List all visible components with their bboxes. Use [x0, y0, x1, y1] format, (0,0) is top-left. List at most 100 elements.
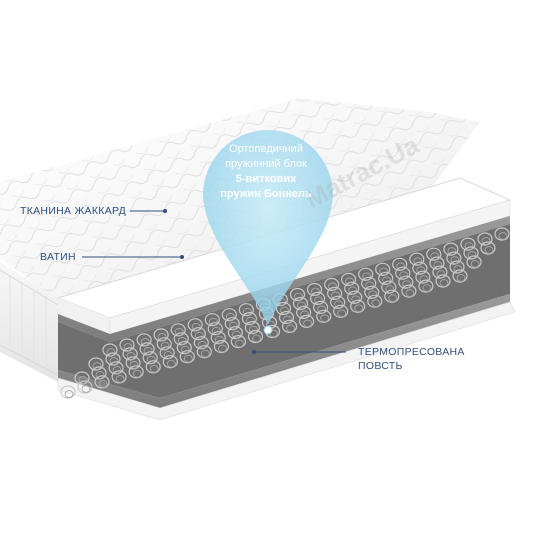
spring-coil-inner: [334, 300, 344, 309]
spring-coil: [418, 279, 434, 293]
spring-coil-inner: [413, 257, 423, 266]
spring-coil-inner: [286, 324, 296, 333]
spring-coil: [398, 275, 414, 289]
spring-coil: [176, 341, 192, 355]
spring-coil: [341, 272, 357, 286]
spring-coil-inner: [234, 339, 244, 348]
spring-coil-inner: [109, 357, 119, 365]
spring-coil-inner: [388, 294, 398, 303]
spring-coil-inner: [481, 237, 491, 245]
spring-coil-inner: [300, 310, 310, 319]
spring-coil: [429, 256, 445, 270]
spring-coil-inner: [348, 286, 358, 295]
spring-coil-inner: [464, 242, 474, 250]
spring-coil: [244, 321, 260, 335]
spring-coil-inner: [194, 331, 204, 340]
spring-coil: [221, 308, 237, 322]
spring-coil: [313, 300, 329, 314]
spring-coil-inner: [351, 295, 361, 304]
spring-coil-inner: [98, 380, 108, 388]
leader-dot-batting: [180, 255, 184, 259]
spring-coil: [367, 294, 383, 308]
spring-coil-inner: [191, 322, 201, 331]
spring-coil: [204, 313, 220, 327]
spring-coil-inner: [439, 279, 449, 287]
spring-coil: [187, 318, 203, 332]
spring-coil-inner: [248, 325, 258, 334]
spring-coil-inner: [303, 319, 313, 328]
spring-coil-inner: [217, 344, 227, 353]
spring-coil-inner: [470, 260, 480, 268]
spring-coil: [381, 280, 397, 294]
spring-coil: [145, 360, 161, 374]
spring-coil: [443, 242, 459, 256]
spring-coil-inner: [242, 307, 252, 316]
spring-coil-inner: [320, 314, 330, 323]
callout-bubble: [203, 130, 333, 335]
spring-coil: [392, 257, 408, 271]
spring-coil: [102, 343, 118, 357]
spring-coil-inner: [371, 299, 381, 308]
spring-coil-inner: [368, 290, 378, 299]
spring-coil: [446, 251, 462, 265]
spring-coil-inner: [422, 284, 432, 292]
spring-coil: [136, 333, 152, 347]
spring-coil-inner: [337, 309, 347, 318]
spring-coil-inner: [484, 246, 494, 254]
spring-coil-inner: [183, 354, 193, 363]
spring-coil: [316, 309, 332, 323]
spring-coil-inner: [174, 327, 184, 336]
spring-coil: [238, 303, 254, 317]
spring-coil-inner: [362, 272, 372, 281]
spring-coil-inner: [345, 277, 355, 286]
spring-coil: [375, 262, 391, 276]
spring-coil: [480, 241, 496, 255]
spring-coil-inner: [498, 232, 508, 240]
label-felt-line2: ПОВСТЬ: [358, 360, 403, 372]
spring-coil-inner: [294, 292, 303, 301]
spring-coil: [306, 282, 323, 297]
spring-coil: [125, 356, 141, 370]
spring-coil: [395, 266, 411, 280]
spring-coil-inner: [160, 341, 170, 350]
spring-coil-inner: [129, 361, 139, 369]
spring-coil-inner: [112, 366, 122, 374]
label-jacquard-fabric: ТКАНИНА ЖАККАРД: [20, 205, 127, 217]
spring-coil-inner: [396, 262, 406, 271]
spring-coil: [415, 270, 431, 284]
spring-coil: [327, 286, 343, 300]
spring-coil-inner: [228, 321, 238, 330]
bonnell-spring-block: [60, 227, 510, 399]
spring-coil: [350, 299, 366, 313]
spring-coil: [213, 340, 229, 354]
spring-coil: [358, 267, 374, 281]
spring-coil: [289, 287, 306, 302]
spring-coil-inner: [106, 348, 116, 356]
spring-coil-inner: [430, 252, 440, 261]
spring-coil-inner: [126, 352, 136, 360]
spring-coil-inner: [416, 266, 426, 275]
spring-coil-inner: [328, 282, 338, 291]
spring-coil: [122, 347, 138, 361]
spring-coil: [77, 380, 93, 394]
spring-coil: [333, 304, 349, 318]
spring-coil: [494, 227, 510, 241]
spring-coil: [275, 301, 292, 316]
spring-coil: [142, 351, 158, 365]
spring-coil-inner: [447, 247, 457, 255]
spring-coil-inner: [231, 330, 241, 339]
spring-coil: [292, 296, 309, 311]
spring-coil-inner: [197, 340, 207, 349]
spring-coil: [170, 323, 186, 337]
spring-coil: [241, 312, 257, 326]
spring-coil-inner: [92, 362, 102, 370]
spring-coil: [347, 290, 363, 304]
spring-coil-inner: [283, 315, 292, 324]
spring-coil-inner: [331, 291, 341, 300]
spring-coil: [207, 322, 223, 336]
spring-coil: [401, 284, 417, 298]
spring-coil: [94, 375, 110, 389]
leader-dot-jacquard: [163, 209, 167, 213]
spring-coil-inner: [467, 251, 477, 259]
